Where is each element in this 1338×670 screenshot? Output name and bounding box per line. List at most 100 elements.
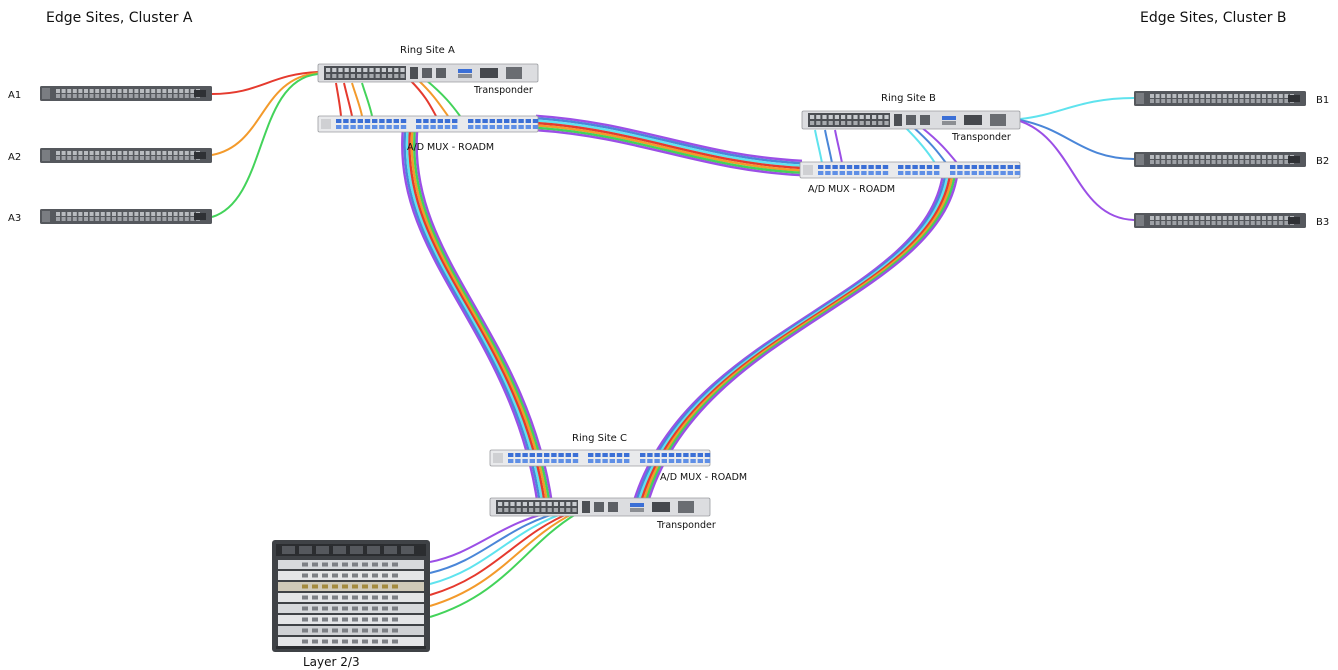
port <box>1194 155 1199 159</box>
optical-port <box>683 459 689 463</box>
port <box>1172 94 1177 98</box>
optical-port <box>957 165 963 169</box>
port <box>123 151 128 155</box>
port <box>1206 216 1210 220</box>
port <box>1278 216 1283 220</box>
port <box>1172 221 1177 225</box>
optical-port <box>482 119 488 123</box>
optical-port <box>602 459 608 463</box>
optical-port <box>912 171 918 175</box>
optical-port <box>430 119 436 123</box>
port <box>1278 155 1283 159</box>
optical-port <box>993 165 999 169</box>
uplink-port <box>1288 95 1300 102</box>
port <box>179 151 184 155</box>
card-port <box>382 639 388 644</box>
optical-port <box>898 171 904 175</box>
optical-port <box>336 125 342 129</box>
optical-port <box>609 459 615 463</box>
card-port <box>372 562 378 567</box>
port <box>1267 99 1272 103</box>
drop-fiber <box>335 82 342 117</box>
optical-port <box>508 453 514 457</box>
port <box>1284 94 1289 98</box>
port <box>1150 155 1154 159</box>
optical-port <box>957 171 963 175</box>
roadm-mux-icon[interactable] <box>489 449 711 467</box>
transponder-icon[interactable] <box>317 63 539 83</box>
port <box>78 217 83 221</box>
port <box>156 212 161 216</box>
card-port <box>302 562 308 567</box>
module <box>990 114 1006 126</box>
port <box>95 217 100 221</box>
port <box>179 94 184 98</box>
module <box>906 115 916 125</box>
port <box>1206 160 1210 164</box>
card-port <box>312 562 318 567</box>
transponder-icon[interactable] <box>801 110 1021 130</box>
optical-port <box>926 171 933 175</box>
switch-body <box>40 209 212 224</box>
optical-port <box>854 171 860 175</box>
edge-node-b2[interactable]: B2 <box>1134 152 1329 167</box>
port <box>123 212 128 216</box>
edge-node-a2[interactable]: A2 <box>8 148 212 163</box>
optical-port <box>504 125 510 129</box>
optical-port <box>690 453 696 457</box>
drop-fiber <box>834 129 843 164</box>
port <box>522 502 527 506</box>
edge-node-b1[interactable]: B1 <box>1134 91 1329 106</box>
port <box>828 115 833 119</box>
port <box>1150 216 1154 220</box>
optical-port <box>1007 171 1013 175</box>
port <box>1200 216 1205 220</box>
port <box>128 151 133 155</box>
card-port <box>322 595 328 600</box>
port <box>184 151 189 155</box>
drop-fiber <box>351 82 363 117</box>
optical-port <box>861 171 867 175</box>
optical-port <box>882 171 889 175</box>
transponder-icon[interactable] <box>489 497 711 517</box>
port <box>1222 216 1227 220</box>
mux-body <box>799 161 1021 179</box>
roadm-mux-icon[interactable] <box>799 161 1021 179</box>
card-port <box>342 562 348 567</box>
optical-port <box>640 453 646 457</box>
optical-port <box>511 125 517 129</box>
port <box>134 217 139 221</box>
optical-port <box>423 119 429 123</box>
edge-node-a3[interactable]: A3 <box>8 209 212 224</box>
optical-port <box>697 453 703 457</box>
port <box>1262 160 1266 164</box>
edge-node-b3[interactable]: B3 <box>1134 213 1329 228</box>
router-chassis-icon <box>272 540 430 652</box>
optical-port <box>529 459 535 463</box>
module <box>410 67 418 79</box>
module <box>608 502 618 512</box>
optical-port <box>986 171 992 175</box>
port <box>151 217 156 221</box>
port <box>810 121 815 125</box>
port <box>1189 99 1194 103</box>
edge-switch-icon <box>1134 213 1306 228</box>
optical-port <box>905 171 911 175</box>
module <box>480 68 498 78</box>
core-router[interactable]: Layer 2/3 <box>272 540 430 669</box>
edge-node-a1[interactable]: A1 <box>8 86 212 101</box>
port <box>1222 99 1227 103</box>
fiber-strand <box>535 121 803 170</box>
port <box>1245 216 1250 220</box>
fan-slot <box>333 546 346 554</box>
optical-port <box>452 125 458 129</box>
port <box>168 212 172 216</box>
port <box>1234 94 1238 98</box>
port <box>78 156 83 160</box>
roadm-mux-icon[interactable] <box>317 115 539 133</box>
line-card <box>278 604 424 613</box>
card-port <box>302 617 308 622</box>
port <box>117 89 122 93</box>
port <box>1262 216 1266 220</box>
optical-port <box>508 459 514 463</box>
